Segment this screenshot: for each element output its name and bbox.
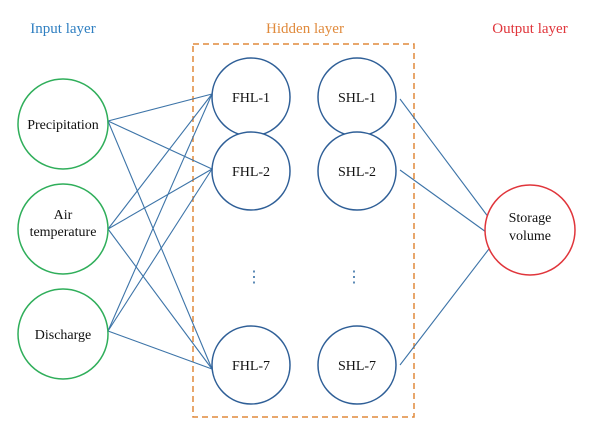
output-layer-title: Output layer	[492, 21, 567, 37]
edge	[399, 98, 493, 223]
input-node-label: Precipitation	[27, 118, 99, 133]
input-to-hidden-edges	[107, 93, 213, 370]
edge	[107, 93, 213, 332]
hidden-node-fhl-7: FHL-7	[211, 325, 291, 405]
edge	[107, 120, 213, 170]
output-node-label: Storage	[509, 211, 552, 226]
input-node-discharge: Discharge	[17, 288, 109, 380]
edge	[107, 168, 213, 332]
edge	[107, 93, 213, 230]
edge	[107, 93, 213, 122]
hidden-node-shl-7: SHL-7	[317, 325, 397, 405]
ellipsis-second-hidden: ⋮	[346, 269, 362, 286]
edge	[107, 120, 213, 370]
hidden-node-label: SHL-1	[338, 91, 376, 106]
hidden-node-label: FHL-7	[232, 359, 270, 374]
output-node-label: volume	[509, 229, 551, 244]
edge	[107, 330, 213, 370]
edge	[399, 169, 487, 233]
hidden-node-fhl-2: FHL-2	[211, 131, 291, 211]
hidden-node-label: FHL-2	[232, 165, 270, 180]
ellipsis-first-hidden: ⋮	[246, 269, 262, 286]
hidden-node-shl-2: SHL-2	[317, 131, 397, 211]
hidden-layer-title: Hidden layer	[266, 21, 344, 37]
edge	[107, 168, 213, 230]
input-node-label: Discharge	[35, 328, 92, 343]
input-node-precipitation: Precipitation	[17, 78, 109, 170]
hidden-to-output-edges	[399, 98, 493, 366]
hidden-layer-box	[192, 43, 415, 418]
hidden-node-shl-1: SHL-1	[317, 57, 397, 137]
output-node-storage-volume: Storage volume	[484, 184, 576, 276]
edge	[399, 244, 493, 366]
hidden-node-fhl-1: FHL-1	[211, 57, 291, 137]
edge	[107, 228, 213, 370]
input-node-label: temperature	[30, 225, 97, 240]
hidden-node-label: FHL-1	[232, 91, 270, 106]
input-node-label: Air	[54, 208, 73, 223]
hidden-node-label: SHL-2	[338, 165, 376, 180]
hidden-node-label: SHL-7	[338, 359, 376, 374]
input-layer-title: Input layer	[30, 21, 95, 37]
input-node-air-temperature: Air temperature	[17, 183, 109, 275]
